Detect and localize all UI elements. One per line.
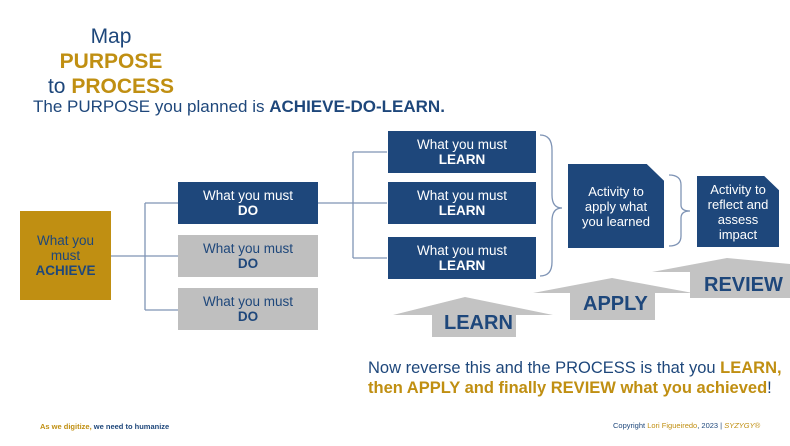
- apply-bracket: [668, 174, 691, 247]
- review-arrow-label: REVIEW: [704, 274, 783, 296]
- footer-copyright: Copyright Lori Figueiredo, 2023 | SYZYGY…: [613, 421, 761, 430]
- apply-arrow: [533, 278, 693, 320]
- learn-bracket: [539, 134, 563, 277]
- footer-tagline: As we digitize, we need to humanize: [40, 422, 170, 431]
- slide-title: Map PURPOSE to PROCESS: [47, 25, 175, 98]
- apply-arrow-label: APPLY: [583, 293, 648, 315]
- review-activity-box: Activity to reflect and assess impact: [697, 176, 779, 247]
- apply-activity-box: Activity to apply what you learned: [568, 164, 664, 248]
- achieve-box: What you must ACHIEVE: [20, 211, 111, 300]
- review-arrow: [652, 258, 790, 298]
- subtitle: The PURPOSE you planned is ACHIEVE-DO-LE…: [33, 97, 445, 116]
- learn-arrow-label: LEARN: [444, 312, 513, 334]
- achieve-connector: [111, 202, 178, 311]
- learn-arrow: [393, 297, 553, 337]
- conclusion-text: Now reverse this and the PROCESS is that…: [368, 359, 782, 397]
- connector-lines: [111, 134, 691, 311]
- do-connector: [318, 151, 387, 259]
